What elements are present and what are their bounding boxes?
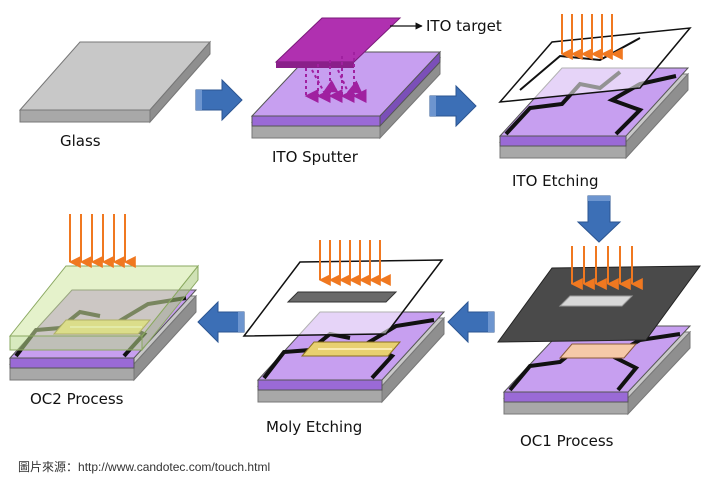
image-source-caption: 圖片來源：http://www.candotec.com/touch.html [18,458,270,475]
flow-arrow-icon [195,78,243,122]
step-glass: Glass [18,40,212,150]
flow-arrow-icon [197,300,245,344]
flow-arrow-icon [429,84,477,128]
step-label-oc1-process: OC1 Process [520,432,614,450]
step-label-ito-sputter: ITO Sputter [272,148,359,166]
step-moly-etching: Moly Etching [242,240,446,436]
source-link[interactable]: http://www.candotec.com/touch.html [78,460,271,474]
flow-arrow-icon [576,195,622,243]
step-label-moly-etching: Moly Etching [266,418,362,436]
step-ito-etching: ITO Etching [498,14,692,190]
step-ito-sputter: ITO target ITO Sputter [250,17,502,166]
flow-arrow-icon [447,300,495,344]
source-prefix: 圖片來源： [18,460,79,474]
step-label-oc2-process: OC2 Process [30,390,124,408]
step-label-ito-etching: ITO Etching [512,172,598,190]
step-label-glass: Glass [60,132,101,150]
ito-target-label: ITO target [426,17,502,35]
step-oc2-process: OC2 Process [8,214,200,408]
step-oc1-process: OC1 Process [497,246,701,450]
